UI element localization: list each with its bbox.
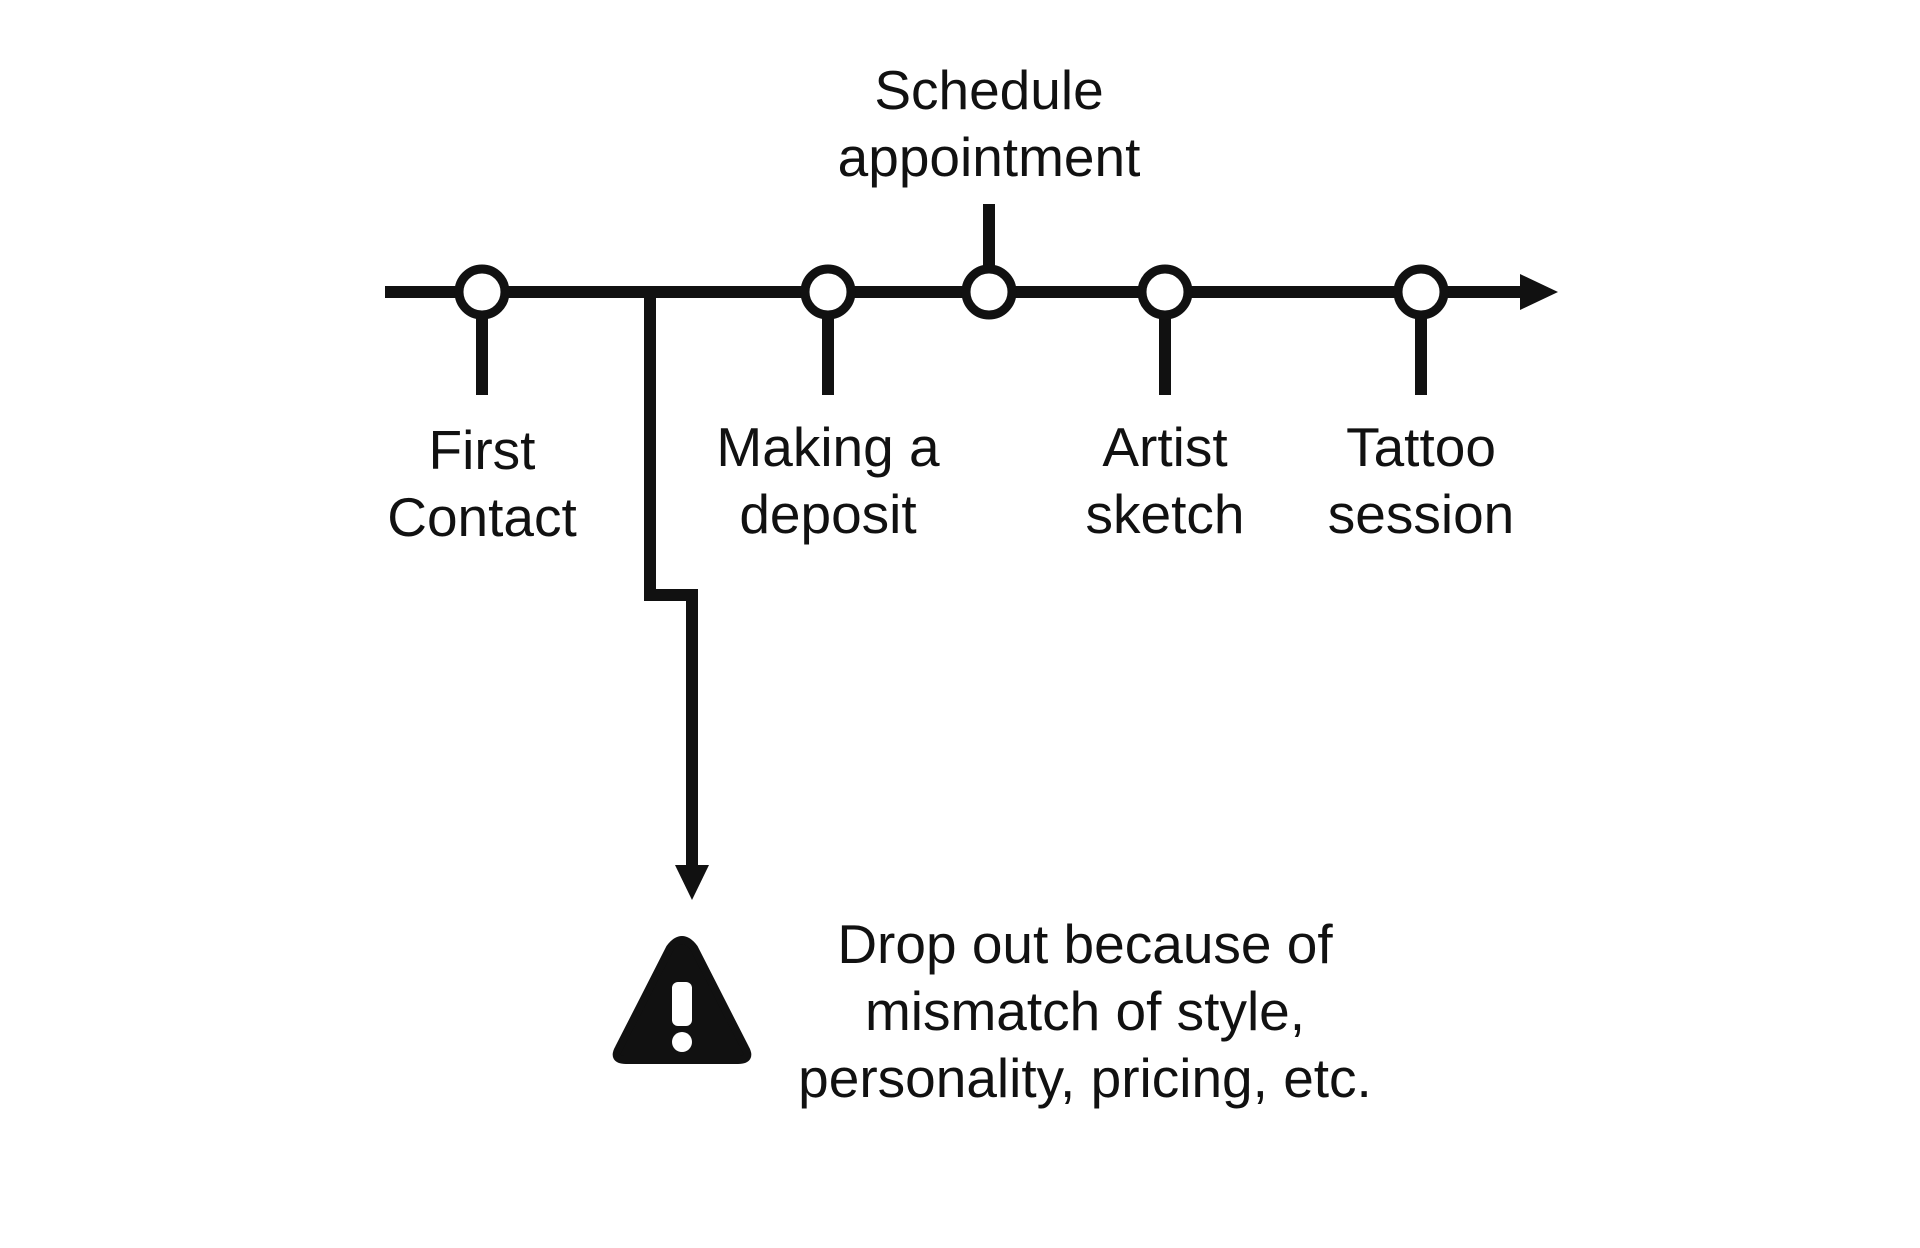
label-tattoo-session: Tattoo session — [1327, 416, 1515, 545]
node-first-contact — [454, 264, 510, 320]
node-tattoo-session — [1393, 264, 1449, 320]
dropout-arrowhead — [675, 865, 709, 900]
timeline-arrowhead — [1520, 274, 1558, 310]
node-schedule-appointment — [961, 264, 1017, 320]
label-making-deposit: Making a deposit — [716, 416, 940, 545]
warning-triangle-icon — [612, 936, 752, 1064]
label-first-contact: First Contact — [387, 419, 577, 548]
label-artist-sketch: Artist sketch — [1085, 416, 1245, 545]
node-making-deposit — [800, 264, 856, 320]
dropout-branch-line — [644, 292, 698, 870]
label-schedule-appointment: Schedule appointment — [837, 59, 1141, 188]
node-artist-sketch — [1137, 264, 1193, 320]
dropout-description: Drop out because of mismatch of style, p… — [798, 913, 1372, 1109]
